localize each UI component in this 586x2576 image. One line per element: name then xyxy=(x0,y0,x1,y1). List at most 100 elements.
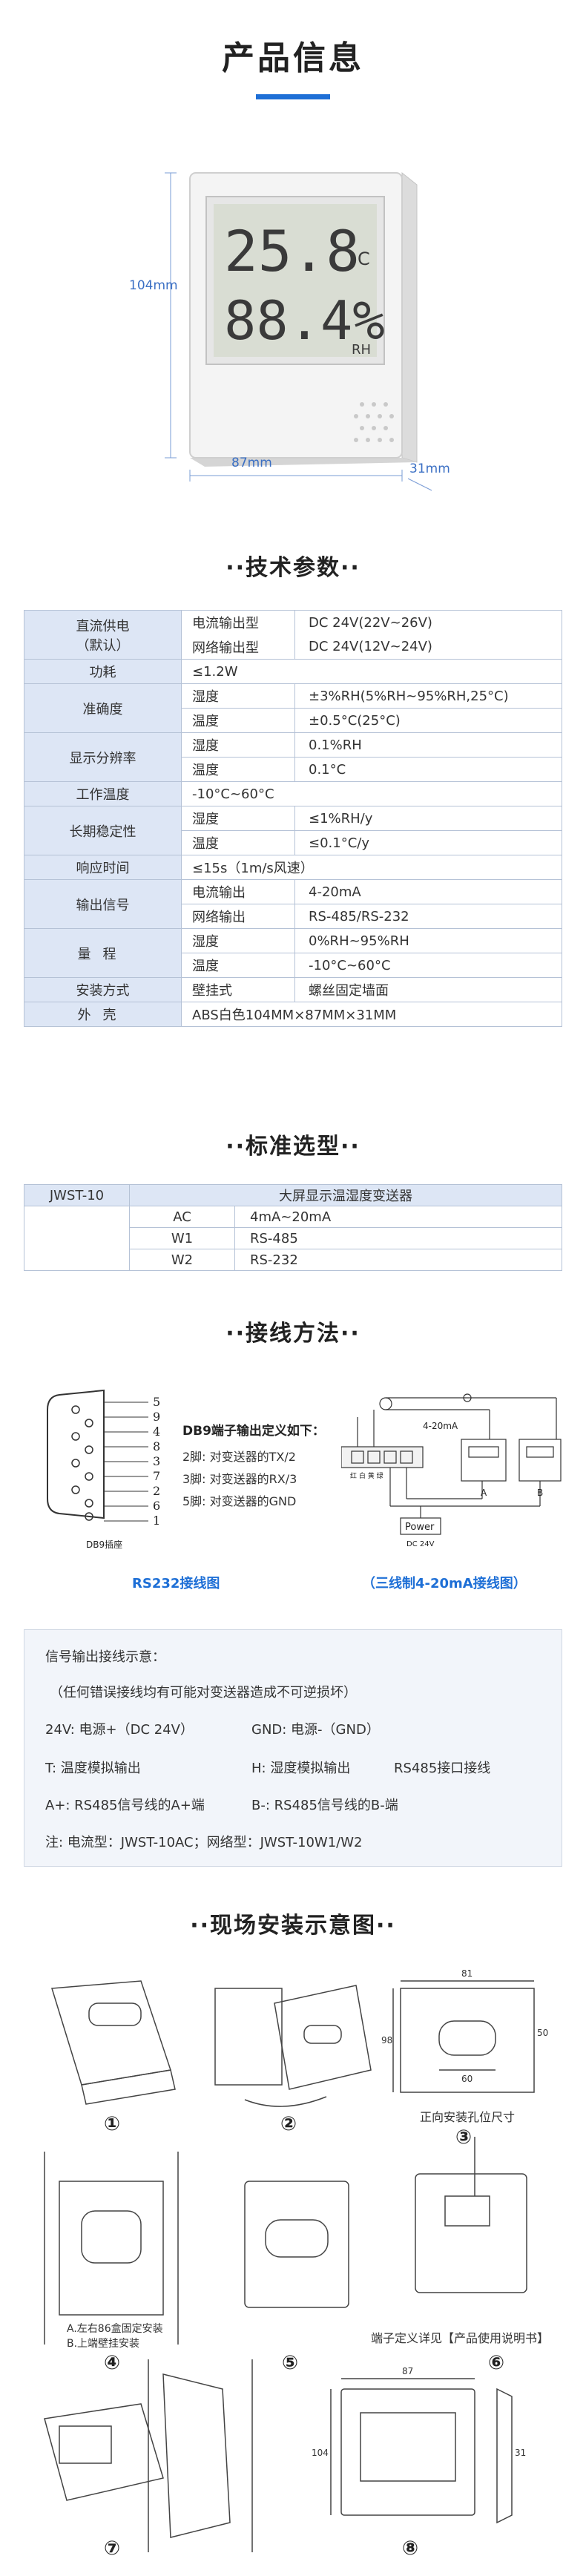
spec-label: 安装方式 xyxy=(24,977,182,1002)
table-row: 响应时间 ≤15s（1m/s风速） xyxy=(24,855,562,880)
tech-params-heading: ··技术参数·· xyxy=(225,555,361,581)
display-temperature: 25.8 xyxy=(224,218,360,284)
install-diagrams: 81 98 60 50 87 104 31 ① ② 正向安装孔位尺寸 ③ A.左… xyxy=(30,1959,564,2567)
notes-line: A+: RS485信号线的A+端 xyxy=(45,1798,205,1813)
spec-value: 0%RH~95%RH xyxy=(294,928,562,953)
table-row: 外壳 ABS白色104MM×87MM×31MM xyxy=(24,1002,562,1027)
ammeter-a-label: A xyxy=(481,1488,487,1498)
notes-line: T: 温度模拟输出 xyxy=(45,1761,141,1776)
height-dimension: 104mm xyxy=(129,278,178,293)
db9-pin-label: 3 xyxy=(153,1454,160,1468)
model-table: JWST-10 大屏显示温湿度变送器 AC 4mA~20mA W1 RS-485… xyxy=(24,1184,562,1271)
install-sketches: 81 98 60 50 87 104 31 xyxy=(44,1968,548,2552)
dim-label: 98 xyxy=(381,2035,392,2046)
spec-sub: 电流输出型 xyxy=(181,610,295,635)
spec-value: ≤0.1°C/y xyxy=(294,830,562,855)
model-option-value: RS-485 xyxy=(234,1227,562,1249)
table-row: 温度 -10°C~60°C xyxy=(24,953,562,978)
spec-sub: 湿度 xyxy=(181,683,295,709)
spec-value: ABS白色104MM×87MM×31MM xyxy=(181,1002,562,1027)
step-number: ④ xyxy=(104,2352,121,2374)
db9-pin-label: 6 xyxy=(153,1499,160,1513)
spec-sub: 网络输出型 xyxy=(181,634,295,660)
page-title: 产品信息 xyxy=(222,39,364,77)
spec-sub: 湿度 xyxy=(181,928,295,953)
table-row: 安装方式 壁挂式 螺丝固定墙面 xyxy=(24,977,562,1002)
display-temp-unit: C xyxy=(358,249,370,269)
table-row: 温度 ≤0.1°C/y xyxy=(24,830,562,855)
spec-label: 直流供电（默认） xyxy=(24,610,182,660)
spec-sub: 温度 xyxy=(181,953,295,978)
signal-wiring-notes: 信号输出接线示意： （任何错误接线均有可能对变送器造成不可逆损坏） 24V: 电… xyxy=(24,1629,562,1867)
spec-value: -10°C~60°C xyxy=(294,953,562,978)
model-option-code: W2 xyxy=(129,1249,235,1271)
dim-label: 50 xyxy=(537,2028,548,2038)
width-dimension: 87mm xyxy=(231,456,272,470)
step-number: ⑧ xyxy=(402,2537,419,2560)
table-row: 网络输出 RS-485/RS-232 xyxy=(24,904,562,929)
step-number: ① xyxy=(104,2113,121,2135)
title-underline xyxy=(256,94,330,99)
spec-sub: 壁挂式 xyxy=(181,977,295,1002)
spec-label: 长期稳定性 xyxy=(24,806,182,855)
terminal-wire-labels: 红 白 黄 绿 xyxy=(350,1471,383,1480)
table-row: 网络输出型 DC 24V(12V~24V) xyxy=(24,634,562,660)
db9-pin-label: 1 xyxy=(153,1514,160,1528)
spec-value: RS-485/RS-232 xyxy=(294,904,562,929)
model-option-value: RS-232 xyxy=(234,1249,562,1271)
db9-connector-diagram: 5 9 4 8 3 7 2 6 1 DB9插座 xyxy=(47,1389,160,1550)
spec-value: -10°C~60°C xyxy=(181,781,562,806)
ammeter-b-label: B xyxy=(537,1488,543,1498)
table-row: 准确度 湿度 ±3%RH(5%RH~95%RH,25°C) xyxy=(24,683,562,733)
spec-sub: 网络输出 xyxy=(181,904,295,929)
model-heading: ··标准选型·· xyxy=(225,1134,361,1160)
table-row: AC 4mA~20mA xyxy=(24,1206,562,1271)
notes-warning: （任何错误接线均有可能对变送器造成不可逆损坏） xyxy=(50,1685,357,1701)
step-number: ② xyxy=(280,2113,297,2135)
db9-pin-label: 9 xyxy=(153,1410,160,1424)
current-loop-diagram: 4-20mA Power DC 24V A B 红 白 黄 绿 xyxy=(341,1393,562,1548)
spec-sub: 湿度 xyxy=(181,806,295,831)
spec-label: 工作温度 xyxy=(24,781,182,806)
wiring-heading: ··接线方法·· xyxy=(225,1321,361,1347)
model-option-code: W1 xyxy=(129,1227,235,1249)
db9-pin-label: 2 xyxy=(153,1484,160,1498)
spec-sub: 湿度 xyxy=(181,732,295,758)
step3-caption: 正向安装孔位尺寸 xyxy=(420,2110,516,2124)
notes-line: 注: 电流型：JWST-10AC；网络型：JWST-10W1/W2 xyxy=(45,1835,363,1850)
product-illustration: 25.8 C 88.4% RH xyxy=(165,171,432,491)
power-supply-sub: DC 24V xyxy=(406,1540,435,1548)
notes-line: B-: RS485信号线的B-端 xyxy=(251,1798,398,1813)
spec-value: ±3%RH(5%RH~95%RH,25°C) xyxy=(294,683,562,709)
table-row: 功耗 ≤1.2W xyxy=(24,659,562,684)
db9-pin-label: 7 xyxy=(153,1469,160,1483)
model-empty-cell xyxy=(24,1206,130,1271)
spec-value: ≤1.2W xyxy=(181,659,562,684)
spec-value: 螺丝固定墙面 xyxy=(294,977,562,1002)
depth-dimension: 31mm xyxy=(409,461,450,476)
rs232-caption: RS232接线图 xyxy=(132,1576,220,1591)
spec-value: DC 24V(12V~24V) xyxy=(294,634,562,660)
spec-sub: 温度 xyxy=(181,708,295,733)
table-row: 工作温度 -10°C~60°C xyxy=(24,781,562,806)
model-option-value: 4mA~20mA xyxy=(234,1206,562,1228)
db9-pin-label: 4 xyxy=(153,1425,160,1439)
step4-caption-a: A.左右86盒固定安装 xyxy=(67,2323,163,2335)
notes-line: 24V: 电源+（DC 24V） xyxy=(45,1722,194,1738)
step-number: ⑥ xyxy=(488,2352,505,2374)
db9-pin-label: 8 xyxy=(153,1439,160,1453)
spec-value: 0.1°C xyxy=(294,757,562,782)
spec-label: 响应时间 xyxy=(24,855,182,880)
db9-def-line: 2脚: 对变送器的TX/2 xyxy=(182,1450,296,1464)
display-humidity: 88.4% xyxy=(224,289,385,352)
spec-value: DC 24V(22V~26V) xyxy=(294,610,562,635)
dim-label: 81 xyxy=(461,1968,473,1979)
notes-line: RS485接口接线 xyxy=(394,1761,491,1776)
db9-pin-label: 5 xyxy=(153,1395,160,1409)
current-loop-caption: （三线制4-20mA接线图） xyxy=(362,1576,527,1591)
wiring-diagrams: 5 9 4 8 3 7 2 6 1 DB9插座 DB9端子输出定义如下： 2脚:… xyxy=(30,1350,564,1603)
power-supply-label: Power xyxy=(405,1522,435,1533)
spec-label: 量程 xyxy=(24,928,182,978)
model-code: JWST-10 xyxy=(24,1184,130,1206)
spec-sub: 温度 xyxy=(181,757,295,782)
